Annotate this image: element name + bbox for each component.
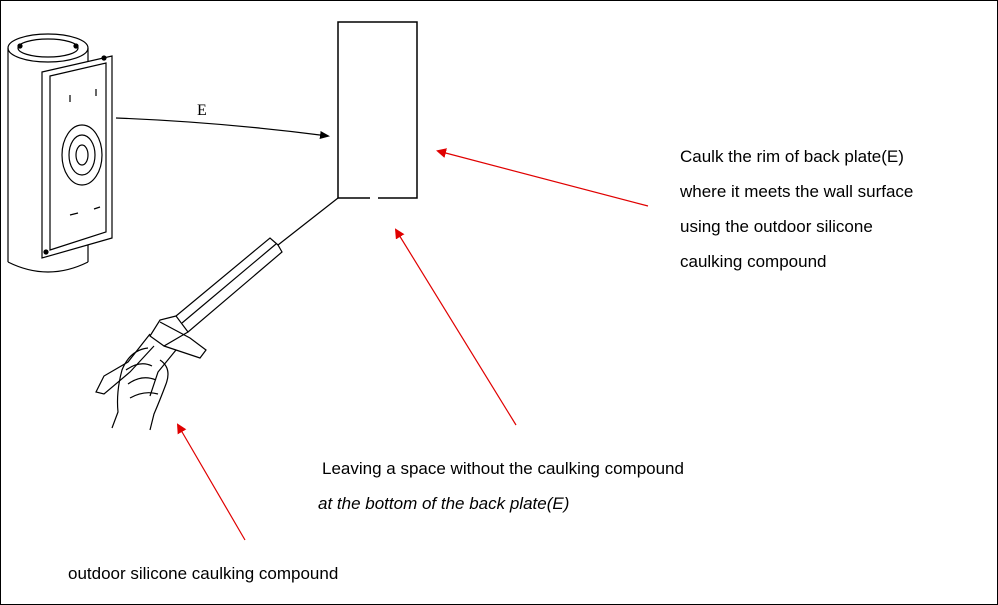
hand [111,347,169,431]
caulk-gun [95,237,283,397]
compound-label: outdoor silicone caulking compound [68,564,339,583]
transfer-arrow [115,117,330,139]
fixture-back-plate [41,55,113,259]
nozzle-line [277,197,339,246]
rim-arrow [436,148,649,207]
plate-letter-label: E [197,102,207,119]
rim-annotation-line-4: caulking compound [680,252,827,271]
space-annotation-line-1: Leaving a space without the caulking com… [322,459,684,478]
rim-annotation-line-1: Caulk the rim of back plate(E) [680,147,904,166]
space-arrow [394,228,517,426]
wall-back-plate [337,21,418,199]
compound-arrow [176,423,246,541]
space-annotation-line-2: at the bottom of the back plate(E) [318,494,570,513]
rim-annotation-line-2: where it meets the wall surface [680,182,914,201]
rim-annotation-line-3: using the outdoor silicone [680,217,873,236]
